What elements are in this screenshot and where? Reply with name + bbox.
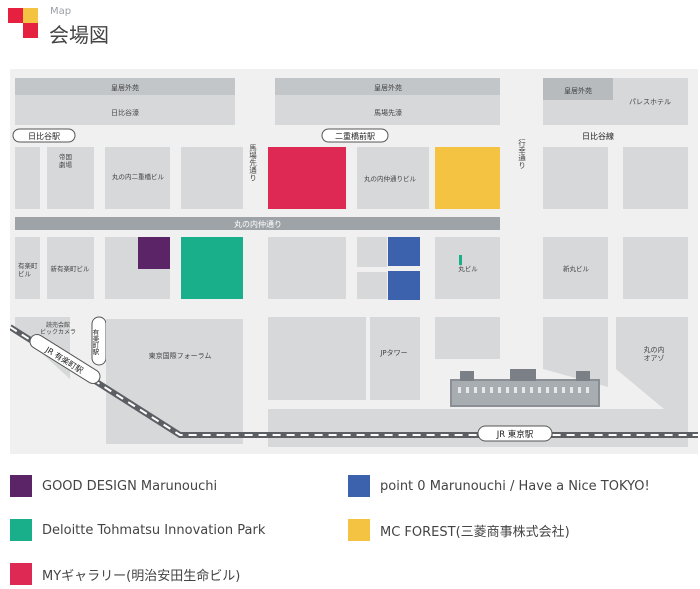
- legend-item-good-design: GOOD DESIGN Marunouchi: [10, 475, 217, 497]
- legend-swatch: [10, 519, 32, 541]
- page-title: 会場図: [49, 23, 109, 47]
- city-block: [543, 147, 608, 209]
- area-label: 皇居外苑: [111, 83, 139, 92]
- city-block: [268, 237, 346, 299]
- city-block: [357, 272, 387, 299]
- city-block: [435, 317, 500, 359]
- station-pill: [321, 128, 389, 143]
- city-block: [623, 237, 688, 299]
- legend-label: GOOD DESIGN Marunouchi: [42, 478, 218, 494]
- legend: GOOD DESIGN Marunouchi point 0 Marunouch…: [0, 462, 700, 589]
- station-label: 二重橋前駅: [335, 131, 375, 141]
- city-block: [370, 317, 420, 400]
- venue-point0: [388, 237, 420, 266]
- city-block: [268, 409, 688, 447]
- city-block: [47, 147, 94, 209]
- moat-block: [15, 95, 235, 125]
- legend-item-my-gallery: MYギャラリー(明治安田生命ビル): [10, 563, 240, 585]
- area-label: 東京国際フォーラム: [149, 351, 212, 360]
- moat-block: [275, 95, 500, 125]
- area-label: 丸の内二重橋ビル: [112, 172, 165, 181]
- station-pill: [12, 128, 76, 143]
- area-label: パレスホテル: [629, 98, 671, 106]
- city-block: [181, 147, 243, 209]
- logo: [8, 8, 38, 38]
- page-header: Map 会場図: [0, 0, 700, 60]
- area-label: 読売会館ビックカメラ: [40, 321, 76, 336]
- station-label: 有楽町駅: [91, 328, 99, 357]
- area-label: 馬場先濠: [374, 108, 402, 117]
- page-subtitle: Map: [50, 6, 72, 17]
- area-label: 帝国劇場: [59, 152, 73, 169]
- legend-item-point0: point 0 Marunouchi / Have a Nice TOKYO!: [348, 475, 650, 497]
- area-label: 有楽町ビル: [18, 261, 38, 278]
- city-block: [623, 147, 688, 209]
- legend-swatch: [348, 475, 370, 497]
- legend-label: MYギャラリー(明治安田生命ビル): [42, 568, 241, 584]
- maru-bldg-marker: [459, 255, 462, 265]
- venue-point0: [388, 271, 420, 300]
- street-label: 行幸通り: [517, 138, 526, 170]
- venue-my-gallery: [268, 147, 346, 209]
- area-label: 新有楽町ビル: [51, 264, 91, 273]
- tokyo-forum-block: [106, 319, 243, 444]
- legend-item-mc-forest: MC FOREST(三菱商事株式会社): [348, 519, 570, 541]
- city-block: [543, 237, 608, 299]
- area-label: 皇居外苑: [564, 86, 592, 95]
- city-block: [268, 317, 366, 400]
- city-block: [616, 317, 688, 414]
- legend-swatch: [10, 563, 32, 585]
- legend-swatch: [10, 475, 32, 497]
- city-block: [357, 237, 387, 267]
- area-label: 丸の内仲通りビル: [364, 174, 417, 183]
- city-block: [543, 317, 608, 387]
- station-label: JR 東京駅: [496, 429, 534, 440]
- area-label: 新丸ビル: [563, 264, 590, 273]
- venue-map: 皇居外苑 日比谷濠 皇居外苑 馬場先濠 皇居外苑 パレスホテル 日比谷駅 二重橋…: [8, 69, 698, 454]
- legend-label: point 0 Marunouchi / Have a Nice TOKYO!: [380, 478, 650, 494]
- venue-good-design: [138, 237, 170, 269]
- area-label: 丸ビル: [458, 264, 478, 273]
- legend-label: MC FOREST(三菱商事株式会社): [380, 524, 570, 540]
- map-canvas: 皇居外苑 日比谷濠 皇居外苑 馬場先濠 皇居外苑 パレスホテル 日比谷駅 二重橋…: [8, 69, 698, 454]
- legend-label: Deloitte Tohmatsu Innovation Park: [42, 522, 266, 538]
- area-label: JPタワー: [379, 348, 407, 357]
- nakadori-avenue: [15, 217, 500, 230]
- legend-item-deloitte: Deloitte Tohmatsu Innovation Park: [10, 519, 265, 541]
- street-label: 馬場先通り: [248, 144, 257, 182]
- hotel-block: [543, 100, 688, 125]
- palace-park-block: [543, 78, 613, 100]
- area-label: 丸の内オアゾ: [644, 345, 665, 362]
- jr-tokyo-pill: [477, 425, 553, 442]
- station-label: 日比谷駅: [28, 131, 60, 141]
- legend-swatch: [348, 519, 370, 541]
- street-label: 丸の内仲通り: [234, 219, 282, 229]
- area-label: 日比谷濠: [111, 108, 139, 117]
- tokyo-station-icon: [450, 369, 600, 407]
- city-block: [15, 237, 40, 299]
- city-block: [357, 147, 429, 209]
- city-block: [15, 147, 40, 209]
- station-label: 日比谷線: [582, 131, 614, 141]
- venue-mc-forest: [435, 147, 500, 209]
- area-label: 皇居外苑: [374, 83, 402, 92]
- park-block: [613, 78, 688, 100]
- palace-park-block: [275, 78, 500, 95]
- venue-deloitte: [181, 237, 243, 299]
- city-block: [435, 237, 500, 299]
- city-block: [47, 237, 94, 299]
- city-block: [105, 147, 170, 209]
- palace-park-block: [15, 78, 235, 95]
